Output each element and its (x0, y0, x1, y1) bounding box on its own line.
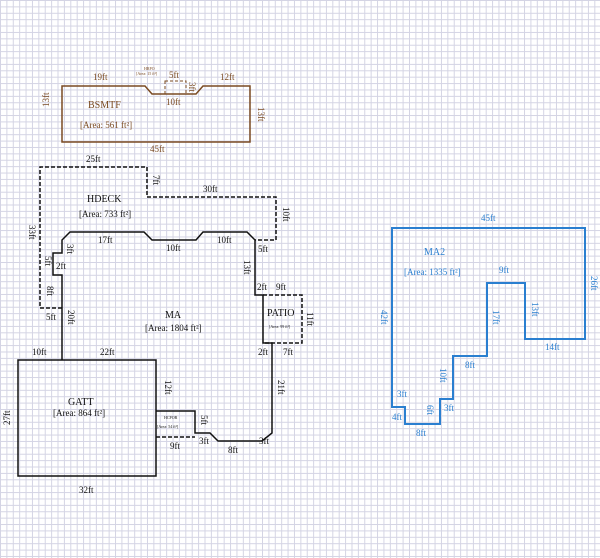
gatt-area-label: [Area: 864 ft²] (53, 408, 105, 418)
dim-label: 19ft (93, 72, 108, 82)
patio-name: PATIO (267, 308, 294, 319)
dim-label: 14ft (545, 342, 560, 352)
dim-label: 13ft (41, 92, 51, 107)
dim-label: 5ft (258, 244, 268, 254)
dim-label: 17ft (491, 310, 501, 325)
dim-label: 8ft (416, 428, 426, 438)
bsmtf-outline (61, 85, 251, 143)
dim-label: 3ft (397, 389, 407, 399)
main-level[interactable]: HDECK [Area: 733 ft²] MA [Area: 1804 ft²… (2, 154, 315, 495)
dim-label: 12ft (220, 72, 235, 82)
dim-label: 10ft (281, 207, 291, 222)
dim-label: 2ft (258, 347, 268, 357)
dim-label: 2ft (56, 261, 66, 271)
gatt-name: GATT (68, 397, 94, 408)
dim-label: 10ft (32, 347, 47, 357)
patio-area-label: [Area: 99 ft²] (269, 324, 291, 329)
patio-outline (263, 294, 303, 344)
dim-label: 9ft (499, 265, 509, 275)
ma-area-label: [Area: 1804 ft²] (145, 323, 202, 333)
ma2-area[interactable]: MA2 [Area: 1335 ft²] 45ft 26ft 9ft 13ft … (379, 213, 599, 438)
hdeck-area-label: [Area: 733 ft²] (79, 209, 131, 219)
dim-label: 10ft (166, 97, 181, 107)
dim-label: 3ft (444, 403, 454, 413)
ma2-name: MA2 (424, 247, 445, 258)
dim-label: 27ft (2, 410, 12, 425)
dim-label: 9ft (276, 282, 286, 292)
bsmtf-name: BSMTF (88, 100, 121, 111)
hdeck-name: HDECK (87, 194, 122, 205)
dim-label: 8ft (465, 360, 475, 370)
dim-label: 7ft (151, 175, 161, 185)
hrpo-name: HRPO (144, 66, 155, 71)
dim-label: 6ft (425, 405, 435, 415)
dim-label: 26ft (589, 276, 599, 291)
ma-name: MA (165, 310, 182, 321)
dim-label: 2ft (257, 282, 267, 292)
hrpo-outline (164, 80, 187, 95)
ma-outline (52, 231, 273, 442)
hdeck-outline (39, 166, 277, 309)
dim-label: 3ft (187, 82, 197, 92)
bsmtf-area-label: [Area: 561 ft²] (80, 120, 132, 130)
dim-label: 30ft (203, 184, 218, 194)
ma2-area-label: [Area: 1335 ft²] (404, 267, 461, 277)
dim-label: 13ft (530, 302, 540, 317)
gatt-outline (17, 359, 157, 477)
dim-label: 17ft (98, 235, 113, 245)
dim-label: 12ft (163, 380, 173, 395)
dim-label: 3ft (259, 436, 269, 446)
dim-label: 5ft (43, 256, 53, 266)
dim-label: 45ft (150, 144, 165, 154)
dim-label: 33ft (27, 225, 37, 240)
dim-label: 5ft (46, 312, 56, 322)
dim-label: 21ft (276, 380, 286, 395)
dim-label: 13ft (242, 260, 252, 275)
dim-label: 22ft (100, 347, 115, 357)
dim-label: 32ft (79, 485, 94, 495)
ma2-outline (391, 227, 586, 425)
dim-label: 7ft (283, 347, 293, 357)
dim-label: 42ft (379, 310, 389, 325)
dim-label: 3ft (65, 244, 75, 254)
bsmtf-area[interactable]: BSMTF [Area: 561 ft²] HRPO [Area: 15 ft²… (41, 66, 266, 154)
dim-label: 9ft (170, 441, 180, 451)
dim-label: 25ft (86, 154, 101, 164)
dim-label: 5ft (169, 70, 179, 80)
dim-label: 8ft (228, 445, 238, 455)
dim-label: 20ft (66, 310, 76, 325)
dim-label: 11ft (305, 312, 315, 327)
dim-label: 10ft (438, 368, 448, 383)
hcpor-name: HCPOR (164, 415, 178, 420)
hrpo-area-label: [Area: 15 ft²] (136, 71, 158, 76)
dim-label: 8ft (45, 286, 55, 296)
dim-label: 3ft (199, 436, 209, 446)
dim-label: 13ft (256, 107, 266, 122)
dim-label: 10ft (166, 243, 181, 253)
dim-label: 5ft (199, 415, 209, 425)
hcpor-area-label: [Area: 54 ft²] (157, 424, 179, 429)
dim-label: 4ft (392, 412, 402, 422)
dim-label: 45ft (481, 213, 496, 223)
dim-label: 10ft (217, 235, 232, 245)
